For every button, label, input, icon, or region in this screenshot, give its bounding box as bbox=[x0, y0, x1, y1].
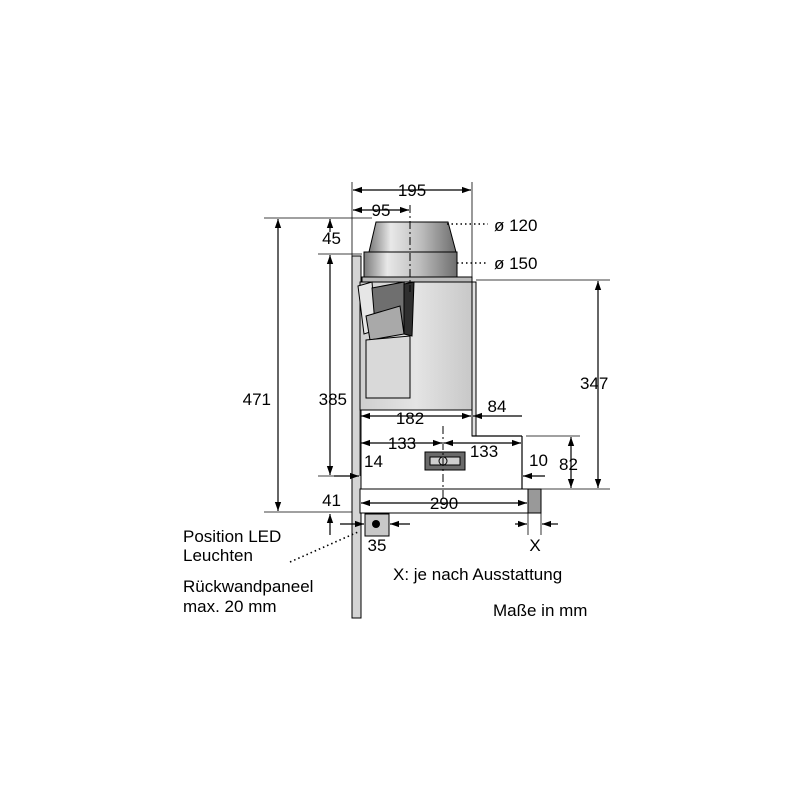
dimension-arrows bbox=[274, 186, 602, 535]
dim-dia-150: ø 150 bbox=[494, 254, 537, 273]
flange bbox=[361, 276, 473, 283]
dimension-labels: 195 95 ø 120 ø 150 471 385 45 347 182 84… bbox=[243, 181, 609, 555]
dim-182: 182 bbox=[396, 409, 424, 428]
dim-41: 41 bbox=[322, 491, 341, 510]
dim-471: 471 bbox=[243, 390, 271, 409]
flap-shadow bbox=[403, 281, 415, 337]
front-extension-panel bbox=[471, 281, 477, 437]
dim-290: 290 bbox=[430, 494, 458, 513]
dim-35: 35 bbox=[368, 536, 387, 555]
note-panel-line2: max. 20 mm bbox=[183, 597, 277, 616]
dim-45: 45 bbox=[322, 229, 341, 248]
note-units: Maße in mm bbox=[493, 601, 587, 620]
note-x-equipment: X: je nach Ausstattung bbox=[393, 565, 562, 584]
dim-14: 14 bbox=[364, 452, 383, 471]
dim-84: 84 bbox=[488, 397, 507, 416]
dim-347: 347 bbox=[580, 374, 608, 393]
dim-82: 82 bbox=[559, 455, 578, 474]
led-light bbox=[372, 520, 380, 528]
note-led-line1: Position LED bbox=[183, 527, 281, 546]
duct-connector-120 bbox=[368, 221, 457, 253]
hood-drawing bbox=[351, 221, 542, 619]
dim-133-left: 133 bbox=[388, 434, 416, 453]
note-led-line2: Leuchten bbox=[183, 546, 253, 565]
dim-195: 195 bbox=[398, 181, 426, 200]
dim-95: 95 bbox=[372, 201, 391, 220]
rear-wall-panel bbox=[351, 255, 362, 619]
dim-x: X bbox=[529, 536, 540, 555]
note-panel-line1: Rückwandpaneel bbox=[183, 577, 313, 596]
dim-133-right: 133 bbox=[470, 442, 498, 461]
dim-10: 10 bbox=[529, 451, 548, 470]
notes: Position LED Leuchten Rückwandpaneel max… bbox=[183, 527, 587, 620]
body-recess bbox=[365, 335, 411, 399]
dim-dia-120: ø 120 bbox=[494, 216, 537, 235]
front-strip bbox=[527, 488, 542, 514]
reference-lines bbox=[289, 205, 488, 563]
dim-385: 385 bbox=[319, 390, 347, 409]
